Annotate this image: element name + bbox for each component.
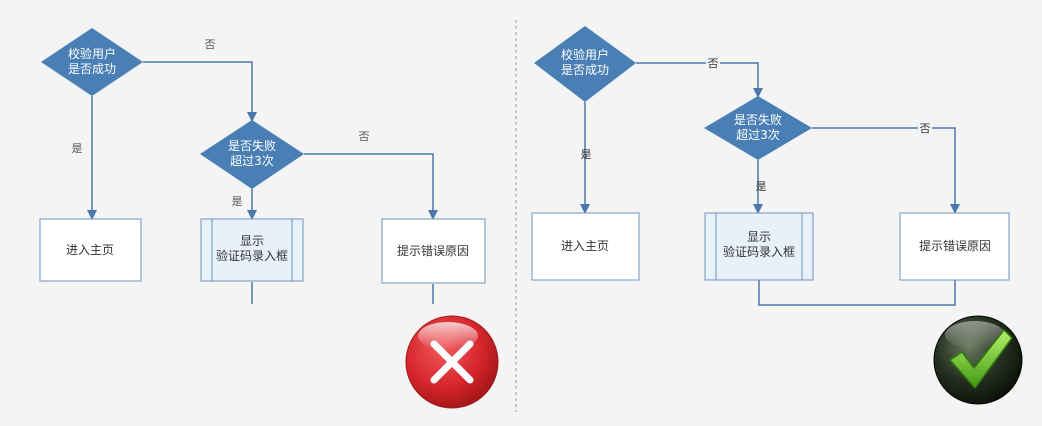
right-decision2-line2: 超过3次 — [736, 127, 780, 142]
left-home-label: 进入主页 — [66, 243, 114, 257]
edge-right-no1 — [636, 62, 763, 98]
right-captcha-line2: 验证码录入框 — [723, 244, 795, 259]
right-decision-verify-user: 校验用户 是否成功 — [534, 26, 636, 102]
left-box-error-reason: 提示错误原因 — [381, 218, 486, 284]
left-panel: 校验用户 是否成功 是否失败 超过3次 否 是 否 是 进入主页 显示 验证码录… — [39, 28, 499, 409]
left-decision2-line2: 超过3次 — [230, 153, 274, 168]
cross-icon — [405, 315, 499, 409]
checkmark-icon — [933, 315, 1023, 405]
left-box-show-captcha: 显示 验证码录入框 — [200, 218, 304, 282]
left-box-enter-home: 进入主页 — [39, 218, 142, 282]
left-label-yes2: 是 — [232, 195, 243, 208]
left-decision2-line1: 是否失败 — [228, 138, 276, 153]
right-captcha-line1: 显示 — [747, 230, 771, 244]
left-captcha-line2: 验证码录入框 — [216, 248, 288, 263]
right-box-error-reason: 提示错误原因 — [899, 212, 1010, 281]
right-box-show-captcha: 显示 验证码录入框 — [704, 212, 814, 281]
left-label-yes1: 是 — [72, 142, 83, 155]
left-decision-verify-user: 校验用户 是否成功 — [41, 28, 143, 96]
right-panel: 校验用户 是否成功 是否失败 超过3次 否 是 否 是 进入主页 显示 验证码录… — [531, 26, 1023, 405]
left-label-no1: 否 — [205, 38, 216, 51]
right-home-label: 进入主页 — [561, 239, 609, 253]
edge-left-no1 — [143, 61, 257, 122]
left-decision1-line2: 是否成功 — [68, 62, 116, 76]
left-decision-failed-over-3: 是否失败 超过3次 — [200, 120, 304, 189]
right-decision1-line2: 是否成功 — [561, 63, 609, 77]
left-captcha-line1: 显示 — [240, 234, 264, 248]
left-label-no2: 否 — [359, 130, 370, 143]
right-label-no2: 否 — [920, 122, 931, 135]
edge-left-no2 — [304, 153, 438, 220]
right-label-no1: 否 — [708, 57, 719, 70]
right-label-yes1: 是 — [581, 148, 592, 161]
left-error-label: 提示错误原因 — [397, 243, 469, 258]
right-decision-failed-over-3: 是否失败 超过3次 — [704, 96, 812, 160]
edge-right-no2 — [812, 127, 960, 214]
right-decision2-line1: 是否失败 — [734, 112, 782, 127]
right-box-enter-home: 进入主页 — [531, 212, 640, 281]
left-decision1-line1: 校验用户 — [68, 46, 116, 61]
right-decision1-line1: 校验用户 — [561, 47, 609, 62]
right-label-yes2: 是 — [756, 180, 767, 193]
edge-right-merge — [758, 280, 956, 306]
right-error-label: 提示错误原因 — [919, 238, 991, 253]
